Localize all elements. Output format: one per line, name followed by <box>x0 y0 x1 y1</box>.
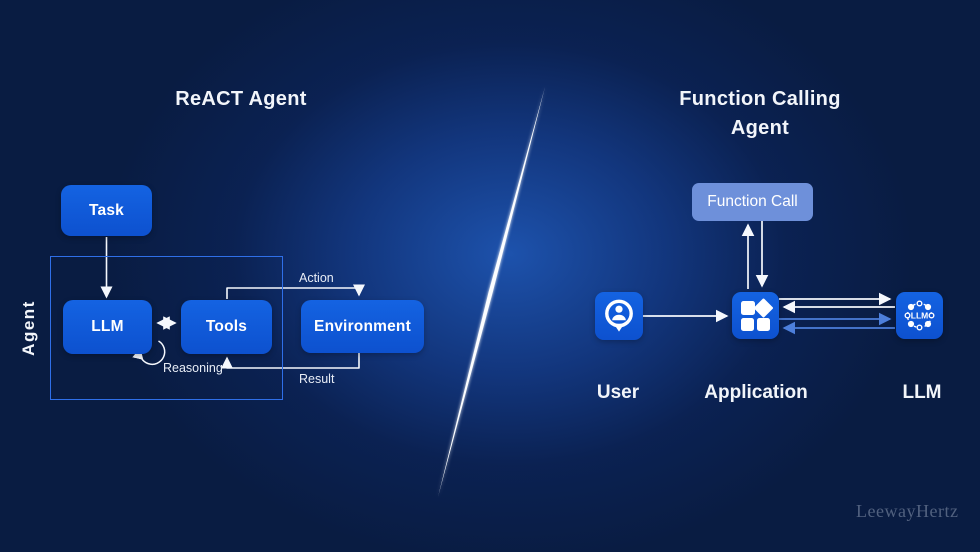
agent-boundary-box <box>50 256 283 400</box>
user-bubble-icon <box>605 299 633 332</box>
function-call-node: Function Call <box>692 183 813 221</box>
llm-badge-text: LLM <box>911 311 928 321</box>
react-agent-title: ReACT Agent <box>175 88 307 110</box>
llm-network-icon: LLM <box>904 300 935 331</box>
divider-line <box>438 87 545 497</box>
function-calling-title-line1: Function Calling <box>679 88 841 110</box>
user-node-tile <box>595 292 643 340</box>
application-label: Application <box>704 382 808 403</box>
reasoning-edge-label: Reasoning <box>163 361 223 375</box>
leewayhertz-watermark: LeewayHertz <box>856 501 959 521</box>
task-node: Task <box>61 185 152 236</box>
function-calling-title-line2: Agent <box>730 117 790 139</box>
application-node-tile <box>732 292 779 339</box>
llm-label: LLM <box>902 382 942 403</box>
user-label: User <box>596 382 640 403</box>
agent-label: Agent <box>19 300 39 356</box>
llm-node: LLM <box>63 300 152 354</box>
action-edge-label: Action <box>299 271 334 285</box>
app-grid-icon <box>741 298 773 331</box>
environment-node: Environment <box>301 300 424 353</box>
result-edge-label: Result <box>299 372 335 386</box>
tools-node: Tools <box>181 300 272 354</box>
agent-label-container: Agent <box>8 256 50 400</box>
llm-node-tile: LLM <box>896 292 943 339</box>
